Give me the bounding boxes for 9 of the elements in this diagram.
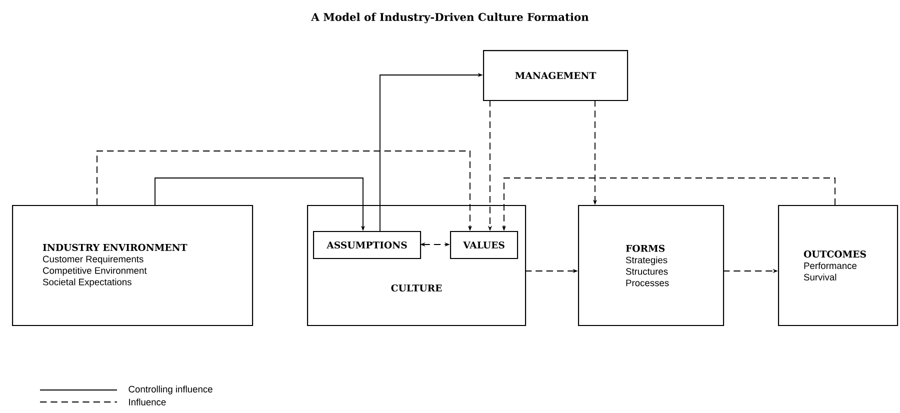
industry-box: INDUSTRY ENVIRONMENT Customer Requirements Competitive Environment Societal Expectations (12, 205, 254, 326)
outcomes-box: OUTCOMES Performance Survival (778, 205, 898, 326)
legend-label: Influence (129, 398, 166, 406)
management-box: MANAGEMENT (483, 50, 628, 102)
forms-box: FORMS Strategies Structures Processes (578, 205, 724, 326)
assumptions-box: ASSUMPTIONS (313, 231, 422, 260)
legend-label: Controlling influence (128, 386, 212, 394)
title: A Model of Industry-Driven Culture Formation (311, 12, 589, 24)
values-box: VALUES (450, 231, 518, 260)
